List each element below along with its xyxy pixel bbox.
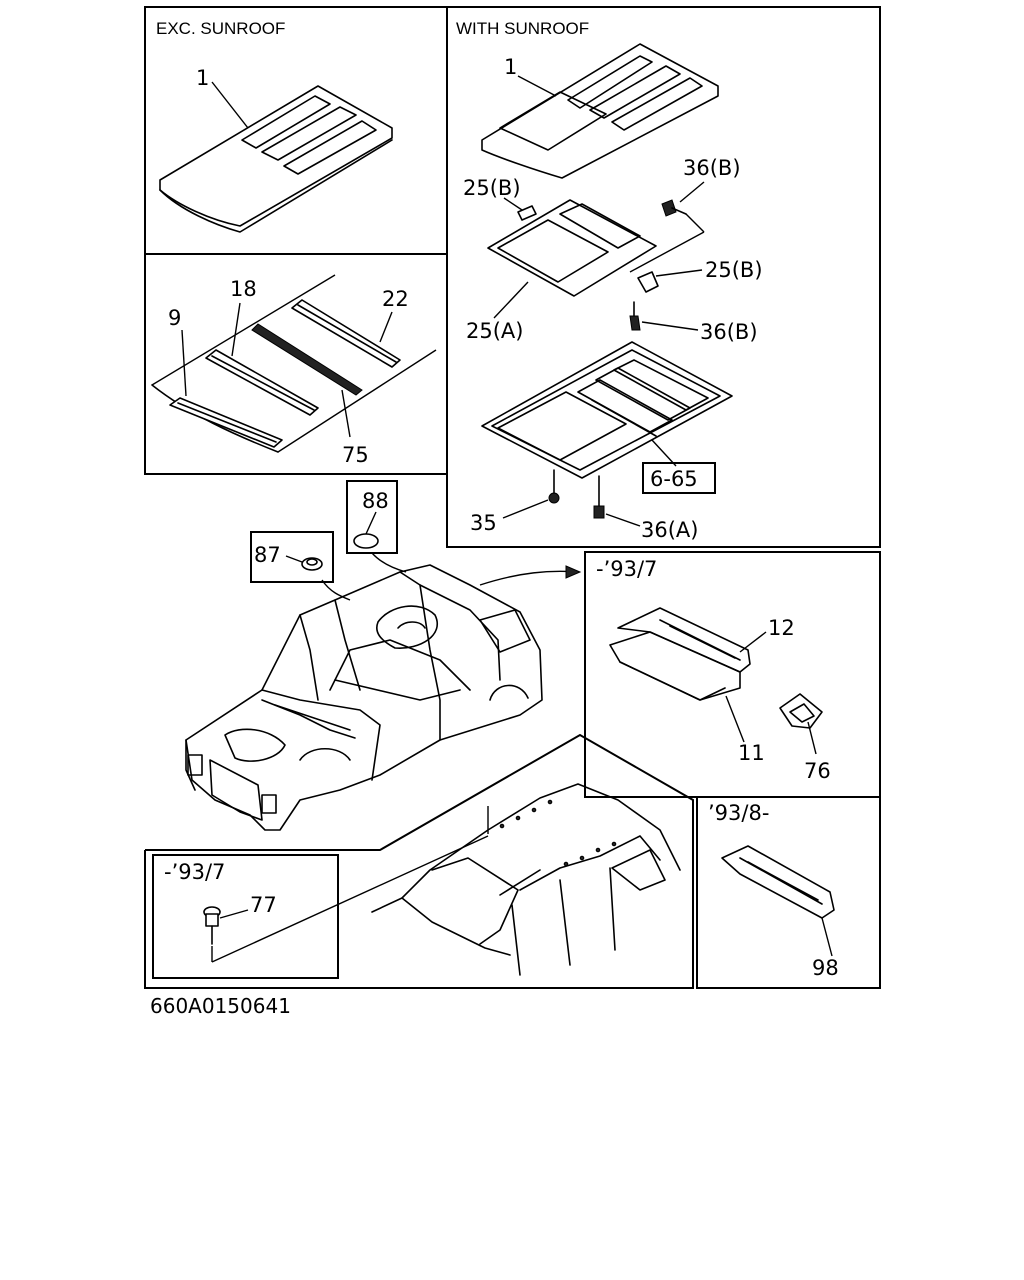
headlamp (187, 754, 203, 776)
diagram-code: 660A0150641 (150, 994, 291, 1018)
clip-25b-left (503, 197, 537, 221)
rear-lower-title: ’93/8- (708, 801, 769, 825)
vehicle-body-shell (185, 564, 543, 831)
rear-header-parts (609, 607, 823, 755)
bolt-inset-frame (152, 854, 339, 979)
with-sunroof-panel-frame (446, 6, 881, 548)
sunroof-glass-frame (487, 199, 657, 319)
callout-25b-right: 25(B) (705, 258, 763, 282)
callout-88: 88 (362, 489, 389, 513)
bolt-36b-mid (629, 301, 699, 331)
callout-77: 77 (250, 893, 277, 917)
rear-upper-title: -’93/7 (596, 557, 657, 581)
sunroof-housing-frame (481, 341, 733, 479)
rear-upper-panel-frame (584, 551, 881, 798)
callout-75: 75 (342, 443, 369, 467)
callout-1-exc: 1 (196, 66, 209, 90)
callout-1-with: 1 (504, 55, 517, 79)
leader-roof-to-sunroof (479, 570, 579, 586)
ref-box-6-65 (642, 462, 716, 494)
exc-sunroof-title: EXC. SUNROOF (156, 19, 285, 38)
arrowhead-roof (565, 565, 582, 579)
callout-18: 18 (230, 277, 257, 301)
part-87-box (250, 531, 334, 583)
rear-lower-panel-frame (696, 796, 881, 989)
plug-88 (353, 511, 379, 549)
with-sunroof-title: WITH SUNROOF (456, 19, 589, 38)
callout-25a: 25(A) (466, 319, 523, 343)
roof-detail-panel-frame (144, 733, 694, 989)
roof-panel-exc-sunroof (159, 81, 393, 233)
roof-detail-vehicle (371, 783, 681, 976)
callout-36b-mid: 36(B) (700, 320, 758, 344)
bracket-76 (779, 693, 823, 729)
callout-25b-left: 25(B) (463, 176, 521, 200)
callout-76: 76 (804, 759, 831, 783)
callout-9: 9 (168, 306, 181, 330)
callout-11: 11 (738, 741, 765, 765)
callout-12: 12 (768, 616, 795, 640)
roof-panel-with-sunroof (481, 43, 719, 179)
bolt-36a (593, 475, 641, 527)
roof-bows (151, 274, 437, 453)
bolt-77 (203, 835, 489, 963)
headlamp-right (261, 794, 277, 814)
grommet-87 (285, 555, 323, 571)
leader-88 (371, 552, 407, 573)
exc-sunroof-panel-frame (144, 6, 448, 255)
bottom-left-title: -’93/7 (164, 860, 225, 884)
callout-6-65: 6-65 (650, 467, 698, 491)
callout-87: 87 (254, 543, 281, 567)
leader-87 (321, 579, 351, 601)
nut-35 (502, 469, 560, 519)
clip-25b-right (637, 269, 703, 293)
callout-36b-top: 36(B) (683, 156, 741, 180)
bolt-36b-top (629, 181, 705, 273)
callout-98: 98 (812, 956, 839, 980)
rear-header-98 (721, 845, 835, 957)
callout-35: 35 (470, 511, 497, 535)
callout-22: 22 (382, 287, 409, 311)
callout-36a: 36(A) (641, 518, 698, 542)
